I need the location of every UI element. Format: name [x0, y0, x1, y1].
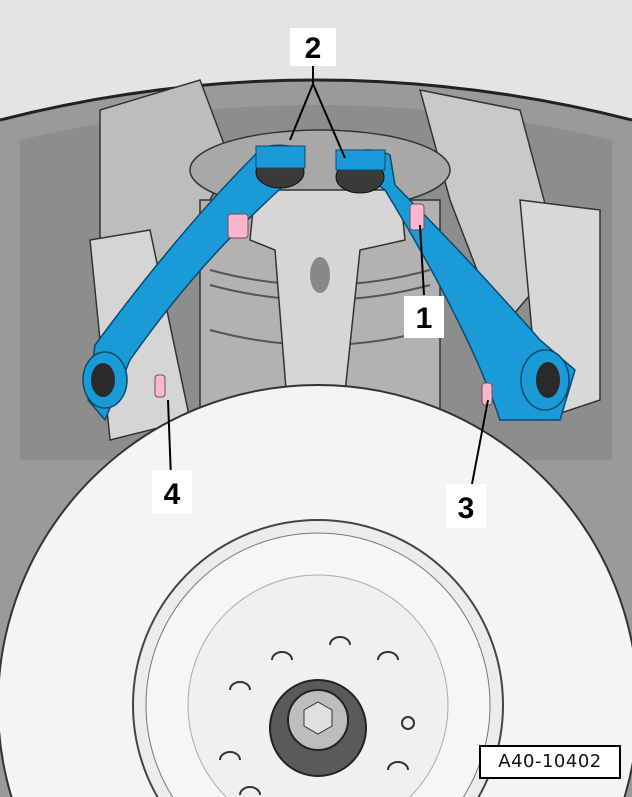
right-arm-end-bushing	[536, 362, 560, 398]
callout-2: 2	[290, 28, 336, 66]
callout-3-number: 3	[457, 492, 475, 525]
leader-1	[419, 224, 425, 296]
callout-3: 3	[446, 484, 486, 528]
callout-4: 4	[152, 470, 192, 514]
right-bushing-cap	[335, 149, 386, 171]
leader-4	[167, 399, 172, 479]
left-bushing-cap	[255, 145, 306, 169]
left-arm-end-bushing	[91, 363, 115, 397]
bolt-left-mount	[227, 213, 249, 239]
bolt-right-mount	[409, 203, 425, 231]
wheel-bolt-holes	[219, 636, 415, 796]
figure-id-label: A40-10402	[479, 745, 621, 779]
wheel-arch-edge	[0, 78, 632, 122]
upright-hole	[310, 257, 330, 293]
right-upper-control-arm	[338, 149, 576, 421]
callout-1: 1	[404, 296, 444, 338]
callout-1-number: 1	[415, 302, 433, 335]
leader-2-left	[289, 83, 314, 141]
hex-socket-icon	[303, 701, 333, 735]
callout-2-number: 2	[304, 32, 322, 65]
leader-lines	[167, 66, 489, 485]
bolt-left-end	[154, 374, 166, 398]
leader-3	[471, 399, 489, 485]
leader-2-right	[312, 83, 346, 159]
callout-4-number: 4	[163, 478, 181, 511]
